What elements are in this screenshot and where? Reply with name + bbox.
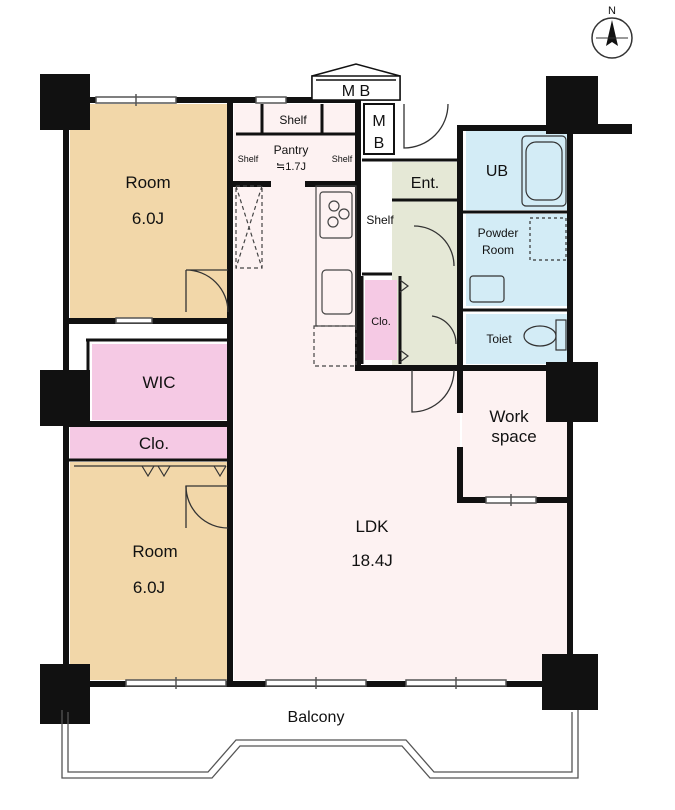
pantry-name: Pantry — [274, 143, 309, 157]
workspace-label-1: Work — [489, 407, 529, 426]
ldk-fill — [234, 104, 568, 680]
balcony — [61, 710, 579, 779]
wic-label: WIC — [142, 373, 175, 392]
ldk-size: 18.4J — [351, 551, 393, 570]
mb-top-label: M B — [342, 83, 370, 100]
room-bottom-fill — [70, 462, 227, 680]
pantry-size: ≒1.7J — [276, 161, 306, 173]
closet-details — [74, 279, 409, 478]
entrance-shelf-label: Shelf — [366, 213, 394, 227]
entrance-fill — [392, 162, 460, 366]
powder-label-2: Room — [482, 243, 514, 257]
wic-fill — [92, 344, 227, 420]
bath-fixtures — [469, 135, 567, 351]
pantry-shelf-top: Shelf — [279, 113, 307, 127]
doors — [185, 103, 457, 529]
compass-north-label: N — [608, 5, 616, 17]
clo-bedroom-fill — [70, 426, 227, 460]
ldk-name: LDK — [355, 517, 389, 536]
clo-entrance-fill — [365, 280, 397, 360]
compass: N — [591, 5, 633, 59]
pantry-shelf-right: Shelf — [332, 154, 353, 164]
workspace-label-2: space — [491, 427, 536, 446]
room2-size: 6.0J — [133, 578, 165, 597]
entrance-shelf-fill — [362, 162, 392, 272]
room-top-fill — [70, 104, 227, 318]
room2-name: Room — [132, 542, 177, 561]
mb-side-box — [363, 103, 395, 155]
powder-label-1: Powder — [478, 226, 519, 240]
ub-fill — [466, 130, 568, 210]
mb-side-label-1: M — [372, 113, 385, 130]
balcony-label: Balcony — [288, 709, 345, 726]
windows — [95, 94, 537, 689]
clo-entrance-label: Clo. — [371, 316, 391, 328]
room1-name: Room — [125, 173, 170, 192]
mb-side-label-2: B — [374, 135, 385, 152]
entrance-label: Ent. — [411, 175, 439, 192]
columns — [40, 74, 632, 724]
kitchen — [235, 185, 357, 367]
room1-size: 6.0J — [132, 209, 164, 228]
ub-label: UB — [486, 163, 508, 180]
pantry-shelf-left: Shelf — [238, 154, 259, 164]
mb-top-box — [311, 63, 401, 101]
clo-bedroom-label: Clo. — [139, 434, 169, 453]
toilet-label: Toiet — [486, 332, 512, 346]
toilet-fill — [466, 314, 568, 364]
